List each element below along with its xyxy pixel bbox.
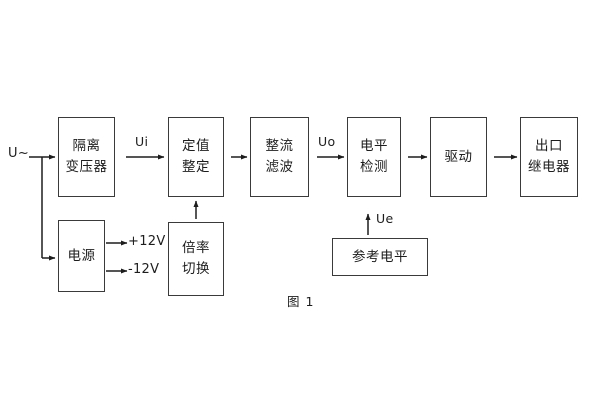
block-label-line: 检测 [360,159,388,175]
label-ue: Ue [376,211,394,226]
block-isolation-transformer[interactable]: 隔离 变压器 [58,117,115,197]
label-ui: Ui [135,134,149,149]
block-reference-level[interactable]: 参考电平 [332,238,428,276]
block-label-line: 切换 [182,261,210,277]
block-label-line: 定值 [182,138,210,155]
block-label-line: 隔离 [72,138,101,155]
block-rectify-filter[interactable]: 整流 滤波 [250,117,309,197]
block-label-line: 倍率 [182,240,210,257]
block-label-line: 电平 [360,138,388,155]
label-rail-positive: +12V [128,234,166,249]
block-label-line: 滤波 [265,159,294,175]
block-label-line: 电源 [67,247,96,264]
block-ratio-switch[interactable]: 倍率 切换 [168,222,224,296]
figure-caption: 图 1 [287,294,315,309]
block-label-line: 继电器 [528,159,570,175]
block-drive[interactable]: 驱动 [430,117,487,197]
label-rail-negative: -12V [128,262,160,277]
block-label-line: 出口 [535,138,563,155]
label-input-supply: U~ [8,146,30,161]
block-setting-value[interactable]: 定值 整定 [168,117,224,197]
block-output-relay[interactable]: 出口 继电器 [520,117,578,197]
block-label-line: 参考电平 [352,248,408,265]
block-level-detect[interactable]: 电平 检测 [347,117,401,197]
block-power-supply[interactable]: 电源 [58,220,105,292]
block-label-line: 驱动 [444,148,473,165]
block-label-line: 变压器 [65,159,108,175]
block-label-line: 整流 [265,138,294,155]
label-uo: Uo [318,134,336,149]
block-label-line: 整定 [182,159,210,175]
